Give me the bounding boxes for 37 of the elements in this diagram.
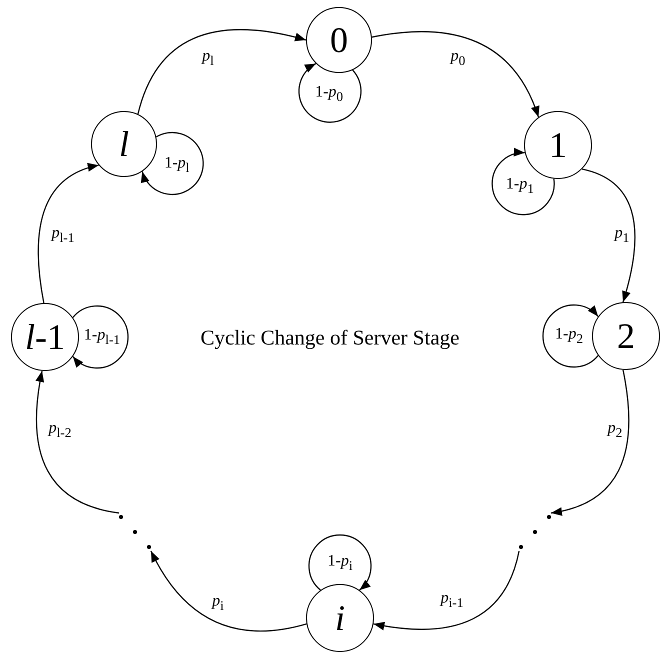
transition-arrow [36, 370, 120, 514]
probability-label: 1-p$_{2}$ [555, 326, 583, 346]
probability-label: 1-p$_{i}$ [327, 552, 353, 574]
transition-arrow [38, 164, 99, 304]
self-loop-arrow [142, 132, 204, 196]
diagram-title: Cyclic Change of Server Stage [200, 326, 460, 350]
probability-label: 1-p$_{1}$ [506, 175, 534, 196]
self-loop-arrow [298, 63, 362, 123]
probability-label: p$_{1}$ [614, 224, 630, 246]
probability-label: p$_{0}$ [450, 48, 466, 68]
probability-label: 1-p$_{0}$ [315, 84, 344, 105]
transition-arrow [373, 550, 520, 630]
transition-arrow [137, 29, 306, 114]
probability-label: 1-p$_{l-1}$ [84, 326, 120, 348]
ellipsis-icon [117, 513, 153, 551]
probability-label: p$_{l}$ [202, 48, 214, 68]
state-label: 2 [617, 318, 635, 354]
ellipsis-icon [517, 513, 553, 551]
state-label: 1 [549, 127, 567, 163]
transition-arrow [150, 550, 307, 632]
state-label: l [118, 126, 129, 162]
probability-label: p$_{i}$ [212, 592, 224, 614]
self-loop-arrow [542, 304, 599, 368]
probability-label: p$_{l-1}$ [52, 224, 74, 246]
probability-label: p$_{l-2}$ [48, 420, 72, 440]
self-loop-arrow [72, 305, 129, 369]
state-label: 0 [330, 22, 348, 58]
state-label: l-1 [24, 319, 65, 355]
self-loop-arrow [308, 534, 372, 591]
state-label: i [334, 600, 345, 636]
transition-arrow [550, 370, 630, 516]
probability-label: 1-p$_{l}$ [164, 154, 190, 176]
probability-label: p$_{2}$ [608, 420, 622, 440]
transition-arrow [372, 31, 540, 118]
self-loop-arrow [492, 148, 555, 216]
probability-label: p$_{i-1}$ [440, 590, 464, 610]
transition-arrow [582, 168, 636, 302]
